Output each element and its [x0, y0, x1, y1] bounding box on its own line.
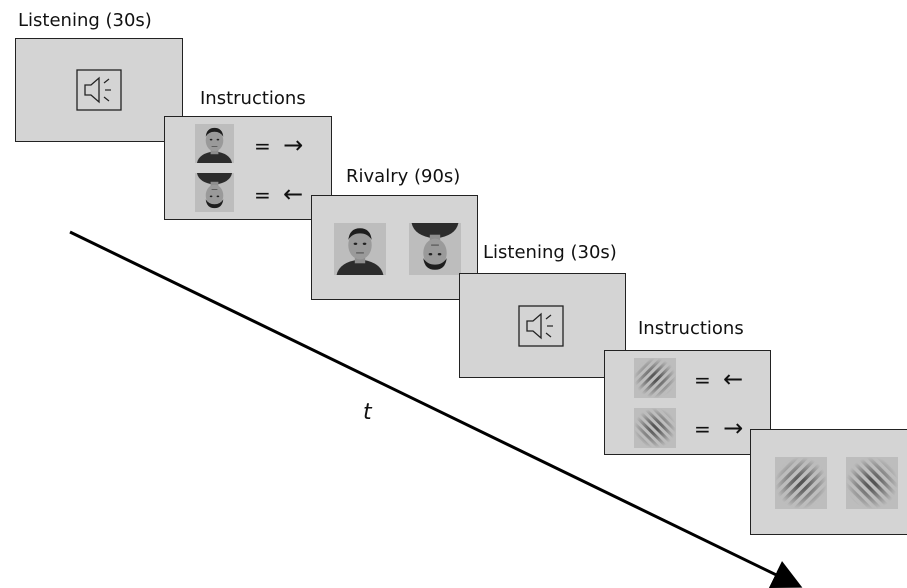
grating-right-tilt-image — [634, 408, 676, 448]
panel-rivalry-faces — [311, 195, 478, 300]
panel-listening-1 — [15, 38, 183, 142]
equals-sign: = — [694, 417, 711, 441]
inverted-face-image — [195, 173, 234, 212]
grating-left-tilt-image — [775, 457, 827, 509]
panel-rivalry-gratings — [750, 429, 907, 535]
arrow-left-icon: ← — [283, 180, 304, 208]
panel-listening-2 — [459, 273, 626, 378]
grating-right-tilt-image — [846, 457, 898, 509]
step-title-listening-1: Listening (30s) — [18, 10, 152, 31]
panel-instructions-faces: = → = ← — [164, 116, 332, 220]
step-title-instructions-1: Instructions — [200, 88, 306, 109]
equals-sign: = — [254, 134, 271, 158]
speaker-icon — [518, 305, 564, 347]
upright-face-image — [195, 124, 234, 163]
step-title-listening-2: Listening (30s) — [483, 242, 617, 263]
speaker-icon — [76, 69, 122, 111]
arrow-right-icon: → — [283, 131, 304, 159]
inverted-face-image — [409, 223, 461, 275]
equals-sign: = — [694, 368, 711, 392]
time-label: t — [363, 400, 372, 425]
panel-instructions-gratings: = ← = → — [604, 350, 771, 455]
upright-face-image — [334, 223, 386, 275]
arrow-right-icon: → — [723, 414, 744, 442]
step-title-rivalry: Rivalry (90s) — [346, 166, 461, 187]
arrow-left-icon: ← — [723, 365, 744, 393]
grating-left-tilt-image — [634, 358, 676, 398]
step-title-instructions-2: Instructions — [638, 318, 744, 339]
equals-sign: = — [254, 183, 271, 207]
